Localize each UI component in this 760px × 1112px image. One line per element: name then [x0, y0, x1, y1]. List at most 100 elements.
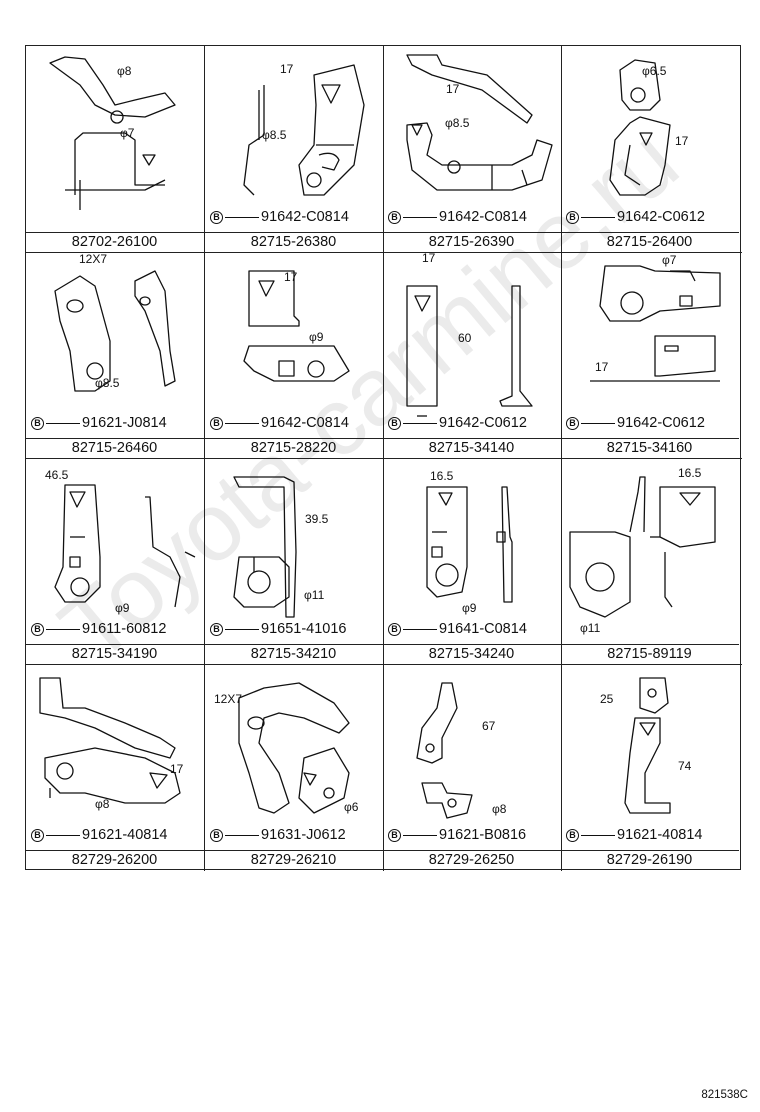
drawing-code: 821538C: [701, 1089, 748, 1101]
bracket-drawing: [382, 251, 561, 441]
part-number: 82715-34240: [382, 644, 561, 664]
part-number: 82715-26380: [204, 232, 383, 252]
dimension-label: 12X7: [214, 692, 243, 706]
dimension-label: 39.5: [305, 512, 329, 526]
fastener-number: 91621-40814: [617, 827, 703, 843]
dimension-label: φ8: [95, 797, 110, 811]
dimension-label: φ8.5: [262, 128, 287, 142]
dimension-label: φ9: [115, 601, 130, 615]
bolt-symbol-icon: B: [31, 828, 44, 842]
part-number: 82715-26390: [382, 232, 561, 252]
bracket-drawing: [204, 457, 383, 647]
callout-leader: [225, 216, 259, 218]
fastener-number: 91642-C0814: [261, 209, 349, 225]
dimension-label: 74: [678, 759, 692, 773]
callout-leader: [403, 834, 437, 836]
dimension-label: 12X7: [79, 252, 108, 266]
part-number: 82715-28220: [204, 438, 383, 458]
fastener-number: 91621-40814: [82, 827, 168, 843]
dimension-label: φ8.5: [445, 116, 470, 130]
dimension-label: φ6.5: [642, 64, 667, 78]
part-number: 82715-26460: [25, 438, 204, 458]
bracket-drawing: [560, 457, 739, 647]
dimension-label: 17: [422, 251, 436, 265]
fastener-callout: B 91611-60812: [31, 620, 166, 638]
bracket-drawing: [25, 251, 204, 441]
callout-leader: [46, 628, 80, 630]
fastener-number: 91651-41016: [261, 621, 347, 637]
dimension-label: 17: [284, 270, 298, 284]
dimension-label: 60: [458, 331, 472, 345]
part-number: 82729-26210: [204, 850, 383, 870]
dimension-label: 17: [446, 82, 460, 96]
dimension-label: φ9: [309, 330, 324, 344]
part-number: 82702-26100: [25, 232, 204, 252]
bracket-drawing: [382, 663, 561, 853]
bolt-symbol-icon: B: [388, 622, 401, 636]
bracket-drawing: [25, 663, 204, 853]
callout-leader: [46, 422, 80, 424]
bracket-drawing: [204, 663, 383, 853]
bracket-drawing: [25, 45, 204, 235]
bolt-symbol-icon: B: [566, 828, 579, 842]
bracket-drawing: [204, 251, 383, 441]
bolt-symbol-icon: B: [31, 416, 44, 430]
dimension-label: 46.5: [45, 468, 69, 482]
dimension-label: φ8.5: [95, 376, 120, 390]
bracket-drawing: [204, 45, 383, 235]
bolt-symbol-icon: B: [566, 416, 579, 430]
dimension-label: φ7: [120, 126, 135, 140]
fastener-callout: B 91642-C0814: [388, 208, 527, 226]
callout-leader: [581, 422, 615, 424]
fastener-number: 91642-C0612: [617, 209, 705, 225]
fastener-number: 91642-C0612: [439, 415, 527, 431]
part-number: 82715-26400: [560, 232, 739, 252]
fastener-number: 91642-C0612: [617, 415, 705, 431]
bolt-symbol-icon: B: [210, 210, 223, 224]
bracket-drawing: [560, 251, 739, 441]
dimension-label: φ11: [580, 621, 601, 635]
fastener-callout: B 91642-C0612: [566, 414, 705, 432]
callout-leader: [225, 422, 259, 424]
grid-divider: [26, 664, 742, 665]
part-number: 82715-34190: [25, 644, 204, 664]
bracket-drawing: [382, 457, 561, 647]
bolt-symbol-icon: B: [566, 210, 579, 224]
part-number: 82729-26190: [560, 850, 739, 870]
fastener-number: 91642-C0814: [439, 209, 527, 225]
parts-grid: [25, 45, 742, 871]
bolt-symbol-icon: B: [31, 622, 44, 636]
dimension-label: φ8: [117, 64, 132, 78]
bracket-drawing: [382, 45, 561, 235]
callout-leader: [403, 216, 437, 218]
callout-leader: [581, 216, 615, 218]
fastener-callout: B 91621-40814: [31, 826, 167, 844]
part-number: 82729-26200: [25, 850, 204, 870]
fastener-number: 91641-C0814: [439, 621, 527, 637]
part-number: 82715-34160: [560, 438, 739, 458]
callout-leader: [403, 422, 437, 424]
fastener-number: 91631-J0612: [261, 827, 346, 843]
fastener-callout: B 91642-C0612: [566, 208, 705, 226]
fastener-number: 91611-60812: [82, 621, 167, 637]
dimension-label: 25: [600, 692, 614, 706]
bolt-symbol-icon: B: [388, 210, 401, 224]
fastener-callout: B 91641-C0814: [388, 620, 527, 638]
callout-leader: [225, 628, 259, 630]
fastener-number: 91621-B0816: [439, 827, 527, 843]
